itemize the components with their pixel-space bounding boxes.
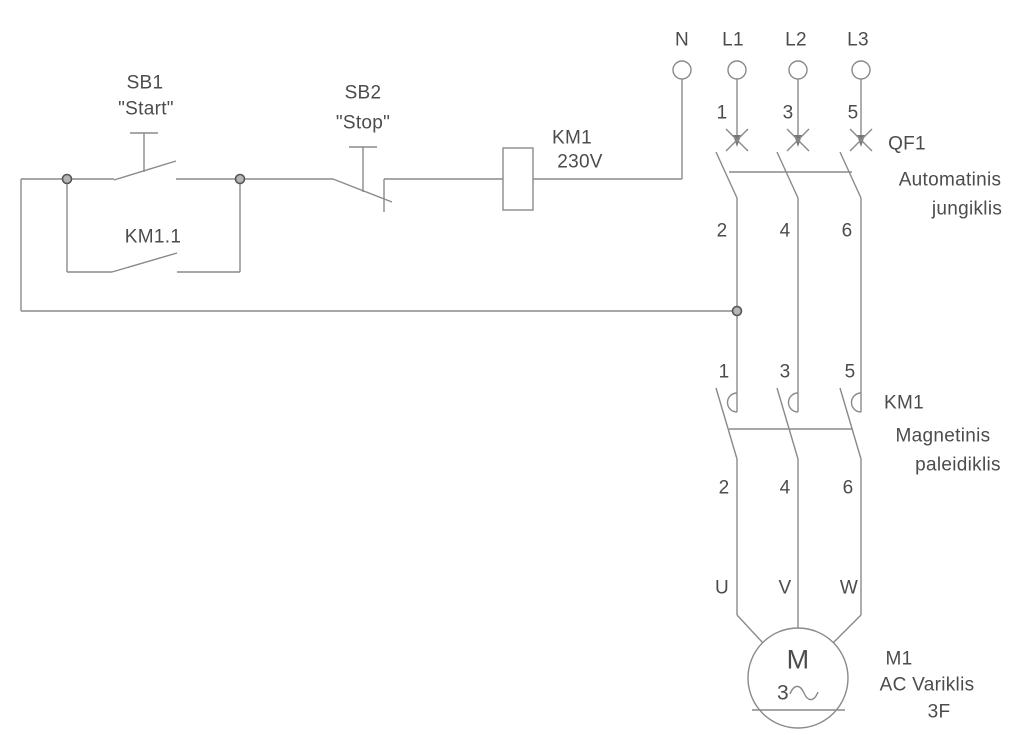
wire-w-diagonal [832,614,862,644]
qf1-desc-line1: Automatinis [898,169,1002,191]
km1-fixed-contact-arc-pole2 [787,392,799,413]
m1-ref-label: M1 [885,648,913,670]
node-sb1-left [61,173,73,185]
sb1-contact-blade [113,160,177,181]
terminal-label-n: N [674,29,690,51]
motor-phase-v: V [778,577,792,599]
km1-terminal-2: 2 [718,477,730,499]
supply-terminals [672,60,871,147]
wire-junctions [61,173,743,317]
motor-phase-count: 3 [777,681,789,705]
sb2-contact-blade [332,178,393,203]
node-sb1-right [234,173,246,185]
control-circuit [20,79,733,312]
motor-phase-u: U [714,577,730,599]
sb2-stop-button [332,146,393,212]
qf1-x-marks [725,128,873,152]
motor-m-symbol: M [786,644,810,675]
motor-phase-w: W [839,577,859,599]
km1-coil-symbol [502,147,534,211]
km1-terminal-3: 3 [779,361,791,383]
qf1-ref-label: QF1 [888,133,926,155]
sine-wave-icon [789,685,819,701]
qf1-terminal-4: 4 [779,220,791,242]
qf1-blade-pole2 [776,151,799,199]
sb1-name-label: "Start" [118,98,174,120]
motor-m1 [747,627,849,729]
km1-desc-line2: paleidiklis [915,454,1001,476]
sb2-ref-label: SB2 [344,82,382,104]
sb1-ref-label: SB1 [126,72,164,94]
m1-phases-label: 3F [927,701,951,723]
km1-fixed-contact-arc-pole3 [850,392,862,413]
qf1-blade-pole3 [839,151,862,199]
km1-fixed-contact-arc-pole1 [726,392,738,413]
qf1-blade-pole1 [715,151,738,199]
km1-ref-label: KM1 [884,392,924,414]
motor-circle [747,627,849,729]
qf1-terminal-6: 6 [841,220,853,242]
km1-terminal-6: 6 [842,477,854,499]
qf1-terminal-1: 1 [716,102,728,124]
km1-contactor [715,387,862,644]
wire-u-diagonal [736,614,764,644]
qf1-circuit-breaker [715,128,873,412]
km1-blade-pole3 [839,387,862,460]
km1-blade-pole2 [776,387,799,460]
coil-voltage-label: 230V [557,151,603,173]
km1-blade-pole1 [715,387,738,460]
qf1-terminal-3: 3 [782,102,794,124]
terminal-label-l1: L1 [722,29,744,51]
sb2-name-label: "Stop" [335,112,391,134]
terminal-label-l3: L3 [847,29,869,51]
coil-ref-label: KM1 [552,127,592,149]
km11-contact-blade [111,252,178,273]
qf1-desc-line2: jungiklis [931,198,1003,220]
km1-terminal-4: 4 [779,477,791,499]
terminal-circle-n [672,60,692,80]
terminal-label-l2: L2 [785,29,807,51]
km11-label: KM1.1 [124,226,182,248]
node-control-tap [731,305,743,317]
terminal-circle-l3 [851,60,871,80]
terminal-circle-l1 [727,60,747,80]
km11-aux-contact [66,179,241,273]
km1-terminal-1: 1 [718,361,730,383]
km1-terminal-5: 5 [844,361,856,383]
terminal-circle-l2 [788,60,808,80]
m1-type-label: AC Variklis [879,674,975,696]
qf1-terminal-5: 5 [847,102,859,124]
km1-desc-line1: Magnetinis [895,425,991,447]
sb1-start-button [113,132,177,181]
qf1-terminal-2: 2 [716,220,728,242]
